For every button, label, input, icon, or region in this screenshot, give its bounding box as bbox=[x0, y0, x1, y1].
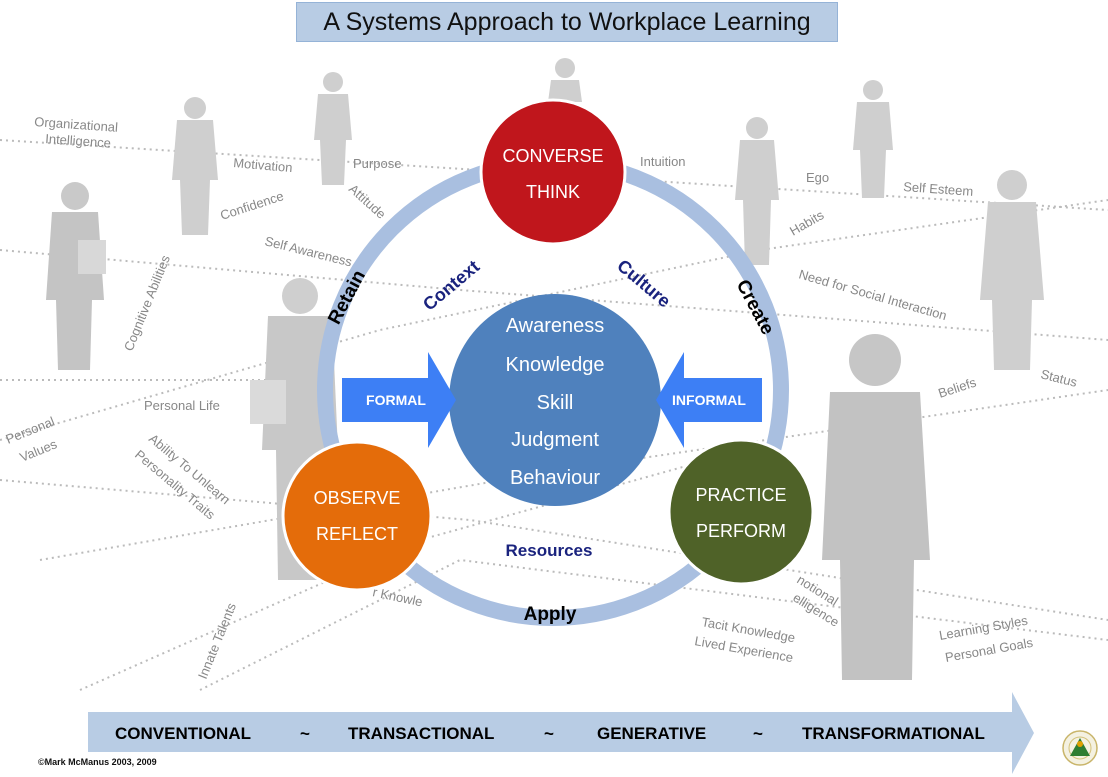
ring-label-retain: Retain bbox=[324, 267, 370, 328]
center-item-awareness: Awareness bbox=[506, 315, 605, 337]
factor-label: Self Awareness bbox=[263, 233, 354, 269]
person-figure bbox=[853, 80, 893, 198]
stage-transformational: TRANSFORMATIONAL bbox=[802, 724, 985, 743]
person-figure bbox=[735, 117, 779, 265]
node-observe-reflect: OBSERVE REFLECT bbox=[281, 440, 433, 592]
factor-label: Beliefs bbox=[936, 374, 978, 400]
factor-label: Need for Social Interaction bbox=[797, 266, 948, 323]
factor-label: Attitude bbox=[346, 181, 389, 222]
organization-seal-icon bbox=[1062, 730, 1098, 766]
factor-label: Organizational bbox=[34, 114, 119, 135]
diagram-title: A Systems Approach to Workplace Learning bbox=[296, 2, 838, 42]
center-item-behaviour: Behaviour bbox=[510, 467, 600, 489]
person-figure bbox=[172, 97, 218, 235]
formal-arrow-label: FORMAL bbox=[366, 392, 426, 408]
stage-separator: ~ bbox=[544, 724, 554, 743]
factor-label: Cognitive Abilities bbox=[121, 253, 173, 354]
stage-conventional: CONVENTIONAL bbox=[115, 724, 251, 743]
center-item-judgment: Judgment bbox=[511, 429, 599, 451]
stage-transactional: TRANSACTIONAL bbox=[348, 724, 494, 743]
formal-arrow: FORMAL bbox=[342, 352, 456, 448]
factor-label: Innate Talents bbox=[195, 600, 239, 681]
node-right-line1: PRACTICE bbox=[695, 485, 786, 505]
center-items: Awareness Knowledge Skill Judgment Behav… bbox=[506, 315, 605, 489]
center-item-knowledge: Knowledge bbox=[506, 354, 605, 376]
informal-arrow: INFORMAL bbox=[656, 352, 762, 448]
node-left-line1: OBSERVE bbox=[314, 488, 401, 508]
informal-arrow-label: INFORMAL bbox=[672, 392, 746, 408]
person-figure bbox=[980, 170, 1044, 370]
center-circle bbox=[449, 294, 661, 506]
center-item-skill: Skill bbox=[537, 392, 574, 414]
people-figures bbox=[46, 58, 1044, 680]
node-converse-think: CONVERSE THINK bbox=[479, 98, 627, 246]
factor-label: Self Esteem bbox=[903, 179, 974, 199]
factor-label: Purpose bbox=[353, 156, 401, 171]
node-right-line2: PERFORM bbox=[696, 521, 786, 541]
person-figure bbox=[314, 72, 352, 185]
factor-label: Confidence bbox=[218, 188, 285, 223]
copyright-notice: ©Mark McManus 2003, 2009 bbox=[38, 757, 157, 767]
ring-label-apply: Apply bbox=[524, 604, 577, 625]
node-practice-perform: PRACTICE PERFORM bbox=[667, 438, 815, 586]
inner-label-context: Context bbox=[419, 256, 483, 314]
maturity-progression-arrow: CONVENTIONAL ~ TRANSACTIONAL ~ GENERATIV… bbox=[88, 692, 1034, 774]
factor-label: Habits bbox=[787, 207, 827, 239]
node-top-line2: THINK bbox=[526, 182, 580, 202]
node-top-line1: CONVERSE bbox=[502, 146, 603, 166]
factor-label: Status bbox=[1039, 366, 1079, 390]
person-figure bbox=[548, 58, 582, 102]
stage-separator: ~ bbox=[753, 724, 763, 743]
person-figure bbox=[822, 334, 930, 680]
factor-label: Ego bbox=[806, 170, 829, 185]
factor-label: Motivation bbox=[233, 155, 293, 175]
factor-label: Personal Life bbox=[144, 398, 220, 413]
stage-separator: ~ bbox=[300, 724, 310, 743]
inner-label-resources: Resources bbox=[506, 541, 593, 560]
node-left-line2: REFLECT bbox=[316, 524, 398, 544]
stage-generative: GENERATIVE bbox=[597, 724, 706, 743]
person-figure bbox=[46, 182, 106, 370]
factor-label: Intuition bbox=[640, 154, 686, 169]
factor-label: Intelligence bbox=[45, 131, 112, 151]
